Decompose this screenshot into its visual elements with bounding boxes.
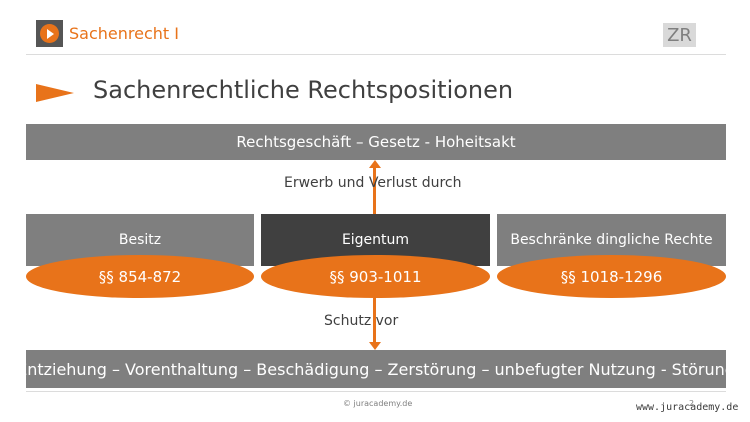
course-title: Sachenrecht I xyxy=(69,24,179,43)
copyright-text: © juracademy.de xyxy=(343,399,413,408)
protection-label: Schutz vor xyxy=(324,313,399,329)
play-circle-icon xyxy=(36,20,63,47)
downward-connector xyxy=(373,298,376,342)
footer-divider xyxy=(26,391,726,392)
arrow-up-icon xyxy=(369,160,381,168)
header-divider xyxy=(26,54,726,55)
box-dingliche-rechte: Beschränke dingliche Rechte xyxy=(497,214,726,266)
watermark-text: www.juracademy.de xyxy=(636,402,739,413)
arrow-down-icon xyxy=(369,342,381,350)
acquisition-label: Erwerb und Verlust durch xyxy=(284,175,462,191)
range-besitz: §§ 854-872 xyxy=(26,255,254,298)
range-dingliche-rechte: §§ 1018-1296 xyxy=(497,255,726,298)
upward-connector xyxy=(373,166,376,254)
triangle-arrow-icon xyxy=(36,84,74,102)
range-eigentum: §§ 903-1011 xyxy=(261,255,490,298)
top-bar: Rechtsgeschäft – Gesetz - Hoheitsakt xyxy=(26,124,726,160)
slide-title: Sachenrechtliche Rechtspositionen xyxy=(93,76,514,104)
page-number: 2 xyxy=(689,399,695,408)
zr-badge: ZR xyxy=(663,23,696,47)
bottom-bar: Entziehung – Vorenthaltung – Beschädigun… xyxy=(17,350,735,388)
